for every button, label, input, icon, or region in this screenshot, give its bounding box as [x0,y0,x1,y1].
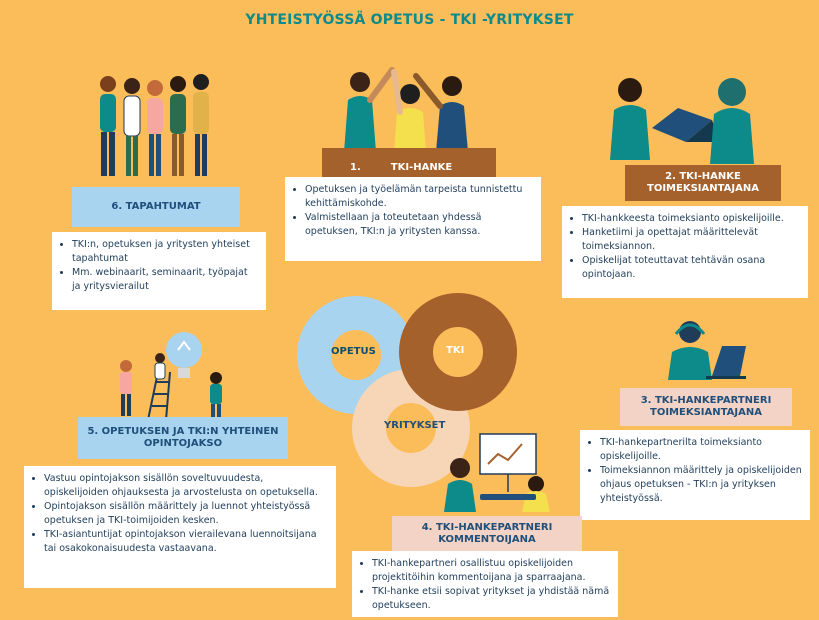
ring-label-yritykset: YRITYKSET [384,420,446,431]
list-item: Toimeksiannon määrittely ja opiskelijoid… [600,464,802,506]
list-item: TKI-asiantuntijat opintojakson vierailev… [44,528,328,556]
section-6-label: 6. TAPAHTUMAT [72,187,240,227]
section-1-number: 1. [350,162,361,173]
person-icon [100,76,116,176]
section-5-info: Vastuu opintojakson sisällön soveltuvuud… [24,466,336,588]
ladder-icon [147,371,171,421]
lightbulb-puzzle-illustration [120,332,222,421]
section-2-label: 2. TKI-HANKE TOIMEKSIANTAJANA [625,165,781,201]
list-item: Vastuu opintojakson sisällön soveltuvuud… [44,472,328,500]
group-of-people-illustration [100,74,209,176]
section-5-list: Vastuu opintojakson sisällön soveltuvuud… [28,472,328,556]
person-icon [193,74,209,176]
person-icon [170,76,186,176]
table-icon [480,494,536,500]
section-2-title-line2: TOIMEKSIANTAJANA [647,183,759,194]
list-item: TKI-hankepartneri osallistuu opiskelijoi… [372,557,610,585]
person-icon [154,353,166,380]
laptop-icon [706,346,746,379]
list-item: Valmistellaan ja toteutetaan yhdessä ope… [305,211,533,239]
section-1-list: Opetuksen ja työelämän tarpeista tunnist… [289,183,533,239]
section-4-info: TKI-hankepartneri osallistuu opiskelijoi… [352,551,618,617]
list-item: TKI-hanke etsii sopivat yritykset ja yhd… [372,585,610,613]
people-at-laptop-illustration [610,78,754,164]
section-3-info: TKI-hankepartnerilta toimeksianto opiske… [580,430,810,520]
section-6-title: 6. TAPAHTUMAT [111,201,201,212]
presentation-meeting-illustration [444,433,550,512]
section-6-list: TKI:n, opetuksen ja yritysten yhteiset t… [56,238,258,294]
ring-opetus [297,296,415,414]
section-5-title-line1: 5. OPETUKSEN JA TKI:N YHTEINEN [87,426,279,437]
section-4-title-line1: 4. TKI-HANKEPARTNERI [421,522,553,533]
list-item: Opintojakson sisällön määrittely ja luen… [44,500,328,528]
section-1-info: Opetuksen ja työelämän tarpeista tunnist… [285,177,541,261]
section-5-label: 5. OPETUKSEN JA TKI:N YHTEINEN OPINTOJAK… [78,417,288,459]
lightbulb-icon [166,332,202,378]
presentation-board-icon [479,433,537,492]
list-item: TKI:n, opetuksen ja yritysten yhteiset t… [72,238,258,266]
page-title: YHTEISTYÖSSÄ OPETUS - TKI -YRITYKSET [245,12,574,28]
team-celebrating-illustration [344,67,468,152]
section-2-title-line1: 2. TKI-HANKE [665,171,741,182]
section-3-title-line2: TOIMEKSIANTAJANA [650,407,762,418]
section-5-title-line2: OPINTOJAKSO [143,438,223,449]
list-item: Hanketiimi ja opettajat määrittelevät to… [582,226,800,254]
person-icon [610,78,650,160]
section-3-list: TKI-hankepartnerilta toimeksianto opiske… [584,436,802,506]
person-icon [668,321,712,380]
list-item: TKI-hankepartnerilta toimeksianto opiske… [600,436,802,464]
person-icon [147,80,163,176]
section-1-title: TKI-HANKE [390,162,453,173]
list-item: Opiskelijat toteuttavat tehtävän osana o… [582,254,800,282]
list-item: Mm. webinaarit, seminaarit, työpajat ja … [72,266,258,294]
person-icon [391,69,426,152]
section-2-info: TKI-hankkeesta toimeksianto opiskelijoil… [562,206,808,298]
section-3-label: 3. TKI-HANKEPARTNERI TOIMEKSIANTAJANA [620,388,792,426]
person-icon [120,360,132,416]
ring-tki [399,293,517,411]
person-icon [210,372,222,418]
section-4-list: TKI-hankepartneri osallistuu opiskelijoi… [356,557,610,613]
person-icon [413,73,468,152]
section-4-label: 4. TKI-HANKEPARTNERI KOMMENTOIJANA [392,516,582,552]
list-item: TKI-hankkeesta toimeksianto opiskelijoil… [582,212,800,226]
person-icon [344,67,395,152]
person-icon [444,458,476,512]
list-item: Opetuksen ja työelämän tarpeista tunnist… [305,183,533,211]
section-2-list: TKI-hankkeesta toimeksianto opiskelijoil… [566,212,800,282]
person-with-headset-illustration [668,321,746,380]
person-icon [123,78,141,176]
person-icon [710,78,754,164]
section-3-title-line1: 3. TKI-HANKEPARTNERI [640,395,772,406]
laptop-icon [652,108,720,142]
section-4-title-line2: KOMMENTOIJANA [438,534,536,545]
section-6-info: TKI:n, opetuksen ja yritysten yhteiset t… [52,232,266,310]
ring-label-opetus: OPETUS [331,346,376,357]
ring-label-tki: TKI [446,345,465,356]
